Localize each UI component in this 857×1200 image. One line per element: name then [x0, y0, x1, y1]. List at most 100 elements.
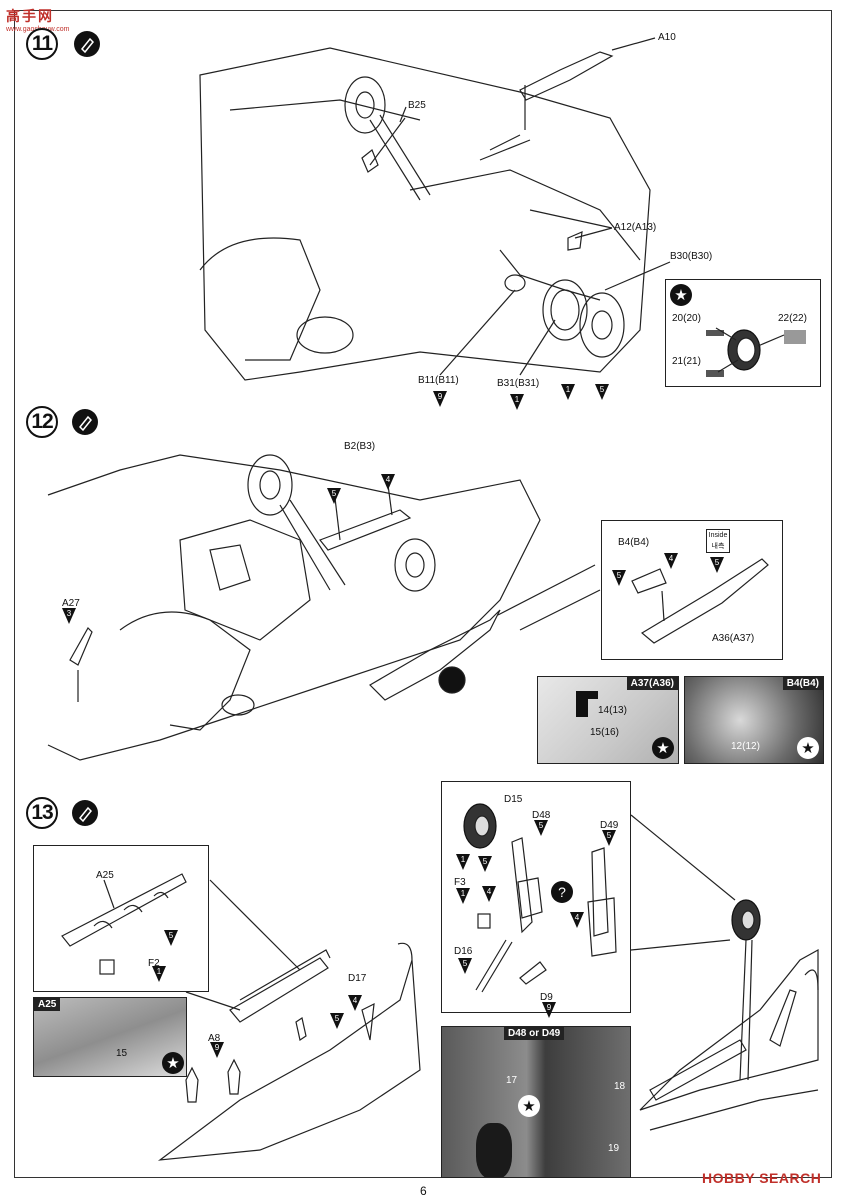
label-b4: B4(B4) [618, 537, 650, 548]
paint-b11: 9 [438, 392, 443, 401]
paint-triangle-icon: 5 [710, 557, 724, 573]
paint-f2: 1 [157, 967, 162, 976]
star-icon: ★ [797, 737, 819, 759]
paint-a27: 3 [67, 609, 72, 618]
paint-triangle-icon: 4 [482, 886, 496, 902]
page-frame [14, 10, 832, 1178]
paint-triangle-icon: 5 [330, 1013, 344, 1029]
label-d17: D17 [348, 973, 367, 984]
label-b2: B2(B3) [344, 441, 376, 452]
photo-b4: B4(B4) 12(12) ★ [684, 676, 824, 764]
cement-icon [72, 800, 98, 826]
label-b30: B30(B30) [670, 251, 713, 262]
decal-22: 22(22) [778, 313, 807, 324]
paint-b31: 1 [515, 395, 520, 404]
paint-triangle-icon: 5 [612, 570, 626, 586]
paint-inside: 5 [715, 558, 720, 567]
step-12-number: 12 [26, 406, 58, 438]
label-b11: B11(B11) [418, 375, 459, 386]
paint-d48-b: 4 [487, 887, 492, 896]
decal-box: ★ 20(20) 22(22) 21(21) [665, 279, 821, 387]
cement-icon [72, 409, 98, 435]
paint-b4-a: 5 [617, 571, 622, 580]
gear-drawing: ? [463, 803, 617, 993]
star-icon: ★ [670, 284, 692, 306]
paint-d9: 9 [547, 1003, 552, 1012]
paint-a25: 5 [169, 931, 174, 940]
inside-kr: 내측 [711, 543, 725, 550]
paint-triangle-icon: 9 [542, 1002, 556, 1018]
label-d48: D48 [532, 810, 551, 821]
paint-f3: 1 [461, 889, 466, 898]
paint-hub: 5 [600, 385, 605, 394]
paint-triangle-icon: 3 [62, 608, 76, 624]
paint-d49: 5 [607, 831, 612, 840]
photo-d48-label-b: 18 [614, 1081, 626, 1092]
label-a10: A10 [658, 32, 676, 43]
paint-d48: 5 [539, 821, 544, 830]
photo-a25-tag: A25 [34, 998, 61, 1011]
inside-note: Inside 내측 [706, 529, 730, 553]
paint-triangle-icon: 4 [381, 474, 395, 490]
paint-triangle-icon: 5 [602, 830, 616, 846]
paint-triangle-icon: 4 [348, 995, 362, 1011]
photo-a37-tag: A37(A36) [626, 677, 678, 690]
paint-d49-b: 4 [575, 913, 580, 922]
photo-a37-label-a: 14(13) [598, 705, 627, 716]
label-f2: F2 [148, 958, 160, 969]
page-number: 6 [420, 1184, 427, 1198]
watermark-text: HOBBY SEARCH [702, 1170, 822, 1186]
paint-a8: 9 [215, 1043, 220, 1052]
photo-b4-tag: B4(B4) [782, 677, 823, 690]
decal-20: 20(20) [672, 313, 701, 324]
paint-b2-b: 4 [386, 475, 391, 484]
step-13-number: 13 [26, 797, 58, 829]
label-d9: D9 [540, 992, 553, 1003]
photo-a37: A37(A36) 14(13) 15(16) ★ [537, 676, 679, 764]
label-a36: A36(A37) [712, 633, 755, 644]
paint-d16: 5 [463, 959, 468, 968]
paint-triangle-icon: 5 [458, 958, 472, 974]
help-icon: ? [558, 884, 566, 900]
label-d49: D49 [600, 820, 619, 831]
label-a12: A12(A13) [614, 222, 657, 233]
a25-drawing [61, 873, 187, 975]
photo-d48-tire [476, 1123, 512, 1177]
star-icon: ★ [518, 1095, 540, 1117]
site-logo-text: 高手网 [6, 8, 54, 24]
photo-a25-label-a: 15 [116, 1048, 128, 1059]
paint-triangle-icon: 4 [570, 912, 584, 928]
paint-b4-b: 4 [669, 554, 674, 563]
step-11-number: 11 [26, 28, 58, 60]
a25-detail-box: A25 F2 5 1 [33, 845, 209, 992]
paint-triangle-icon: 1 [152, 966, 166, 982]
watermark: HOBBY SEARCH [702, 1170, 821, 1188]
paint-b2-a: 5 [332, 489, 337, 498]
photo-d48: D48 or D49 17 18 19 ★ [441, 1026, 631, 1178]
photo-d48-label-a: 17 [506, 1075, 518, 1086]
star-icon: ★ [162, 1052, 184, 1074]
photo-a37-label-b: 15(16) [590, 727, 619, 738]
b4-detail-box: B4(B4) Inside 내측 A36(A37) 5 4 5 [601, 520, 783, 660]
paint-triangle-icon: 9 [433, 391, 447, 407]
cement-icon [74, 31, 100, 57]
label-a27: A27 [62, 598, 80, 609]
paint-d15-b: 5 [483, 857, 488, 866]
paint-triangle-icon: 5 [534, 820, 548, 836]
door-detail-drawing [631, 558, 769, 644]
label-f3: F3 [454, 877, 466, 888]
paint-triangle-icon: 1 [561, 384, 575, 400]
paint-d15-a: 1 [461, 855, 466, 864]
inside-en: Inside [708, 532, 728, 539]
paint-triangle-icon: 5 [327, 488, 341, 504]
paint-tire: 1 [566, 385, 571, 394]
paint-triangle-icon: 1 [456, 888, 470, 904]
label-b25: B25 [408, 100, 426, 111]
paint-triangle-icon: 5 [595, 384, 609, 400]
label-b31: B31(B31) [497, 378, 540, 389]
star-icon: ★ [652, 737, 674, 759]
paint-triangle-icon: 1 [510, 394, 524, 410]
gear-detail-box: D15 D48 D49 F3 D16 D9 ? 1 5 5 4 5 4 1 5 [441, 781, 631, 1018]
